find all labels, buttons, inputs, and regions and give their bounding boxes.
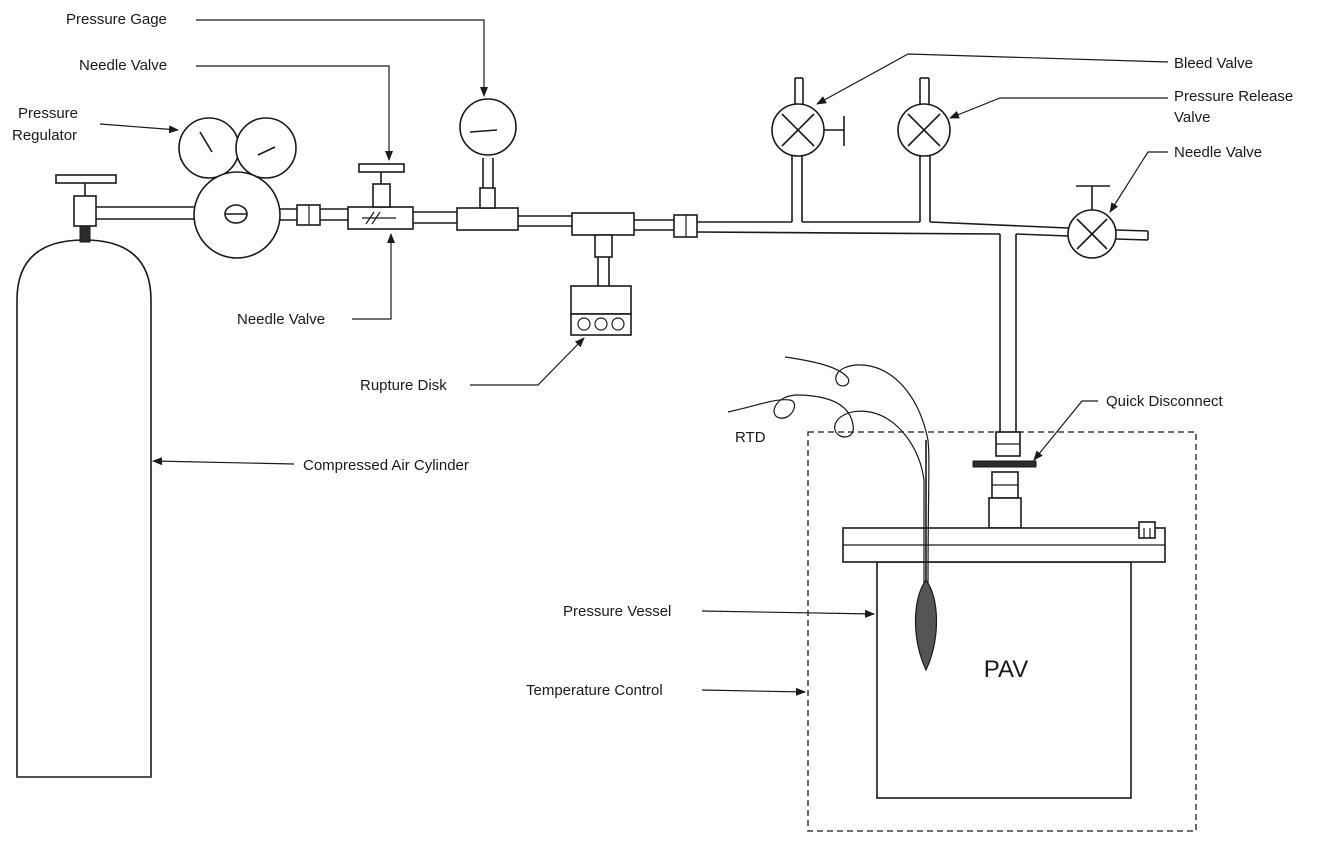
label-rtd: RTD <box>735 429 766 446</box>
svg-text:Needle Valve: Needle Valve <box>1174 144 1262 161</box>
rtd-sensor-bulb <box>914 578 938 672</box>
svg-text:Pressure Vessel: Pressure Vessel <box>563 603 671 620</box>
bleed-valve <box>771 77 845 222</box>
cylinder-valve-handle <box>55 174 117 184</box>
svg-text:Needle Valve: Needle Valve <box>79 57 167 74</box>
svg-text:Rupture Disk: Rupture Disk <box>360 377 447 394</box>
label-pressure-regulator: Pressure Regulator <box>12 105 179 144</box>
svg-text:Temperature Control: Temperature Control <box>526 682 663 699</box>
svg-text:Needle Valve: Needle Valve <box>237 311 325 328</box>
svg-text:Quick Disconnect: Quick Disconnect <box>1106 393 1224 410</box>
label-pressure-gage: Pressure Gage <box>66 11 488 97</box>
svg-text:Regulator: Regulator <box>12 127 77 144</box>
needle-valve-right <box>1067 185 1117 259</box>
needle-valve-inline <box>347 163 414 230</box>
label-bleed-valve: Bleed Valve <box>816 53 1253 105</box>
pressure-gage-assembly <box>456 98 519 231</box>
cylinder-valve-body <box>73 195 97 227</box>
pav-label: PAV <box>984 656 1028 683</box>
quick-disconnect <box>972 431 1037 529</box>
quick-disconnect-plate <box>972 460 1037 468</box>
rupture-disk <box>570 313 632 336</box>
pressure-vessel: PAV <box>842 521 1166 799</box>
svg-text:Pressure Release: Pressure Release <box>1174 88 1293 105</box>
temperature-control-enclosure <box>807 431 1197 832</box>
main-pipe-right <box>696 221 1149 432</box>
regulator-body <box>193 171 281 259</box>
svg-text:Pressure Gage: Pressure Gage <box>66 11 167 28</box>
label-compressed-air-cylinder: Compressed Air Cylinder <box>152 457 469 474</box>
label-rupture-disk: Rupture Disk <box>360 337 585 394</box>
needle-valve-handle <box>358 163 405 173</box>
pressure-gage-dial <box>459 98 517 156</box>
rupture-disk-assembly <box>570 212 635 336</box>
svg-text:Valve: Valve <box>1174 109 1210 126</box>
label-temperature-control: Temperature Control <box>526 682 806 699</box>
pressure-regulator <box>178 117 297 259</box>
svg-text:Compressed Air Cylinder: Compressed Air Cylinder <box>303 457 469 474</box>
regulator-gauge-right <box>235 117 297 179</box>
rtd-probe <box>727 356 938 672</box>
label-needle-valve-top: Needle Valve <box>79 57 393 161</box>
pressure-release-valve <box>897 77 951 222</box>
label-pressure-vessel: Pressure Vessel <box>563 603 875 620</box>
compressed-air-cylinder <box>16 174 152 778</box>
label-pressure-release-valve: Pressure Release Valve <box>949 88 1293 126</box>
main-pipe-left <box>96 206 674 231</box>
label-needle-valve-bottom: Needle Valve <box>237 233 395 328</box>
label-quick-disconnect: Quick Disconnect <box>1033 393 1224 461</box>
svg-text:Bleed Valve: Bleed Valve <box>1174 55 1253 72</box>
svg-text:Pressure: Pressure <box>18 105 78 122</box>
label-needle-valve-right: Needle Valve <box>1109 144 1262 213</box>
